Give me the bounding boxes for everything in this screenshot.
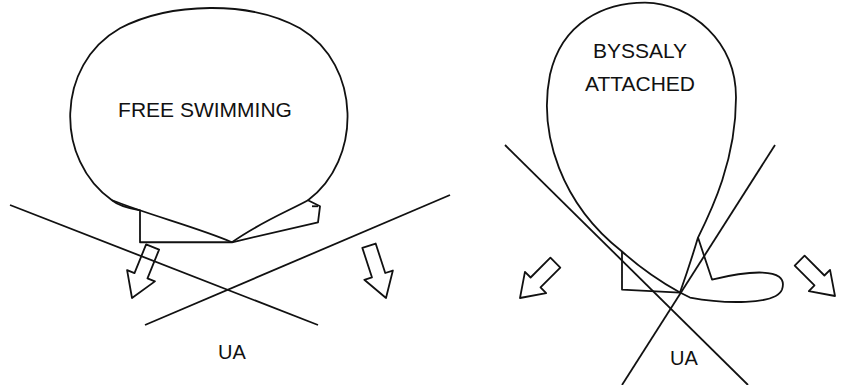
shell-line <box>680 238 698 293</box>
shell-outline: BYSSALY ATTACHED <box>570 35 710 100</box>
shell-outline: FREE SWIMMING <box>95 94 315 127</box>
shell-line <box>112 200 232 242</box>
axis-line <box>505 145 748 385</box>
shell-shape <box>95 94 96 95</box>
motion-arrow <box>509 252 566 309</box>
axis-line <box>622 145 775 385</box>
axis-line <box>145 195 450 325</box>
shell-shape <box>570 35 571 36</box>
axis-label: UA <box>668 347 700 369</box>
condition-label: FREE SWIMMING <box>95 94 315 127</box>
axis-label: UA <box>216 341 248 363</box>
shell-line <box>70 8 347 242</box>
motion-arrow <box>789 250 846 307</box>
axis-line <box>10 205 318 325</box>
shell-line <box>312 205 318 207</box>
motion-arrow <box>355 241 401 303</box>
condition-label: BYSSALY ATTACHED <box>570 35 710 100</box>
motion-arrow <box>118 241 166 303</box>
shell-line <box>622 252 680 293</box>
shell-line <box>547 3 783 302</box>
shell-line <box>232 200 308 242</box>
